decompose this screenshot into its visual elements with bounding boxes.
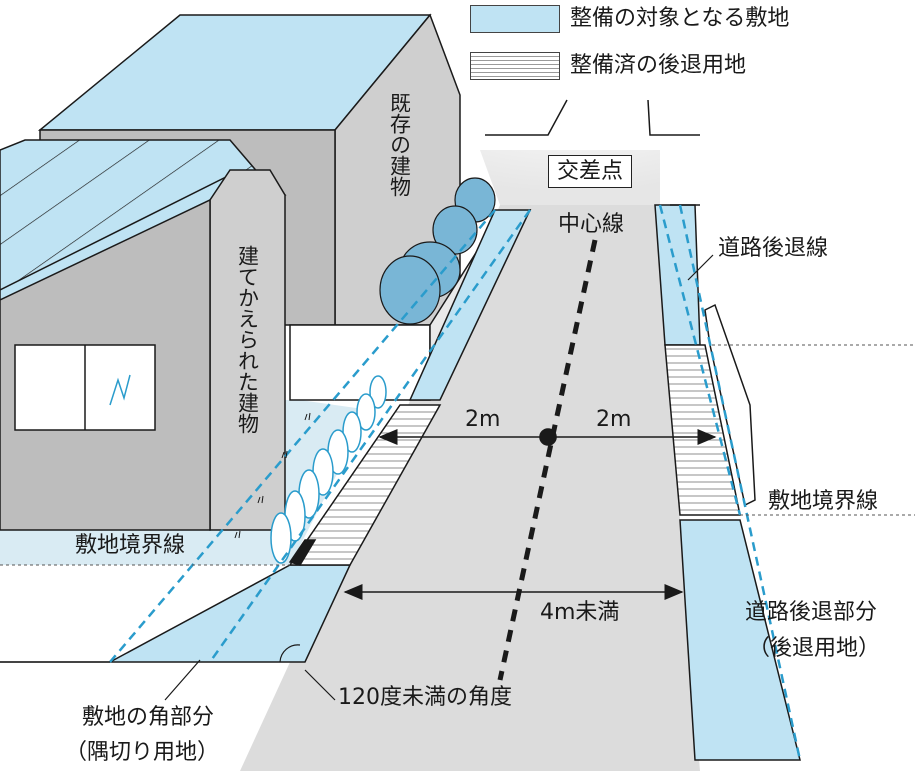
tree-group bbox=[379, 177, 496, 325]
road-width-label: 4m未満 bbox=[540, 600, 620, 625]
rebuilt-building-label: 建てかえられた建物 bbox=[235, 245, 260, 434]
center-line-label: 中心線 bbox=[558, 212, 625, 237]
corner-part-label: 敷地の角部分 bbox=[82, 705, 215, 730]
site-boundary-left-label: 敷地境界線 bbox=[75, 533, 186, 558]
boundary-leaders bbox=[0, 344, 915, 566]
legend-target-swatch bbox=[470, 5, 560, 33]
road bbox=[240, 40, 770, 771]
angle-note-label: 120度未満の角度 bbox=[338, 685, 512, 710]
setback-part-right bbox=[679, 519, 801, 761]
corner-cut-area bbox=[0, 564, 352, 663]
setback-dashed-lines bbox=[109, 204, 802, 761]
legend-completed: 整備済の後退用地 bbox=[470, 52, 746, 80]
grass-marks bbox=[234, 412, 311, 539]
distance-right-label: 2m bbox=[596, 407, 632, 432]
rebuilt-building bbox=[0, 139, 287, 531]
corner-cut-land-label: （隅切り用地） bbox=[65, 740, 220, 765]
distance-left-label: 2m bbox=[465, 407, 501, 432]
dimension-arrows bbox=[343, 428, 717, 600]
setback-part-label: 道路後退部分 bbox=[745, 600, 878, 625]
intersection-label: 交差点 bbox=[548, 155, 633, 189]
road-setback-line-label: 道路後退線 bbox=[718, 236, 829, 261]
intersection-lines bbox=[485, 99, 700, 136]
leader-lines bbox=[0, 254, 714, 701]
setback-land-label: （後退用地） bbox=[748, 636, 881, 661]
site-boundary-right-label: 敷地境界線 bbox=[768, 489, 879, 514]
existing-building-label: 既存の建物 bbox=[387, 92, 412, 197]
hedge-group bbox=[270, 375, 387, 564]
setback-strip-left bbox=[408, 209, 532, 401]
legend-completed-swatch bbox=[470, 52, 560, 80]
legend-target: 整備の対象となる敷地 bbox=[470, 5, 789, 33]
legend-completed-label: 整備済の後退用地 bbox=[570, 53, 747, 79]
legend-target-label: 整備の対象となる敷地 bbox=[570, 6, 790, 32]
